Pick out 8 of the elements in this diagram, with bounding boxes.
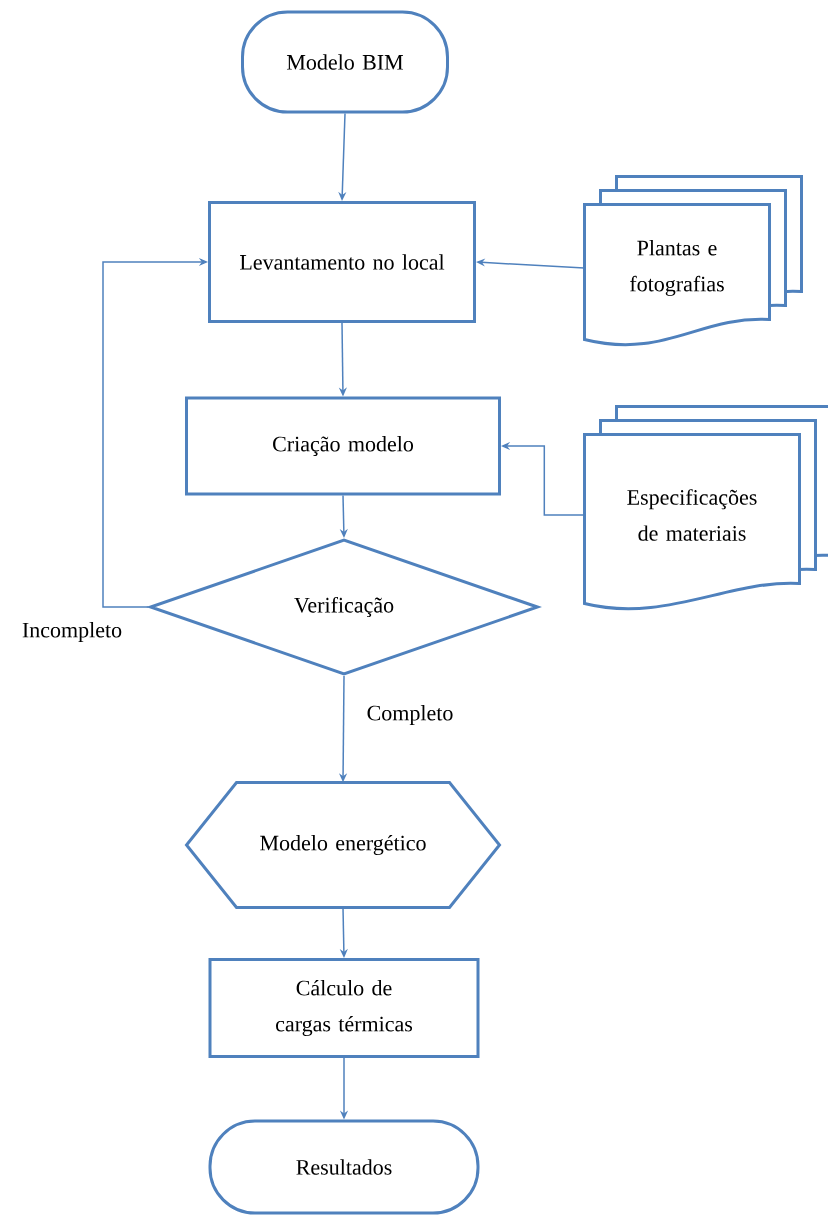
edge-label: Incompleto xyxy=(19,620,125,644)
node-label: Plantas e fotografias xyxy=(630,240,724,297)
process-box: Criação modelo xyxy=(185,396,501,496)
process-box: Levantamento no local xyxy=(208,201,476,323)
document-stack: Plantas e fotografias xyxy=(583,175,803,347)
process-box: Cálculo de cargas térmicas xyxy=(208,958,480,1058)
edge-label: Completo xyxy=(364,703,456,727)
document-stack: Especificações de materiais xyxy=(583,405,828,611)
